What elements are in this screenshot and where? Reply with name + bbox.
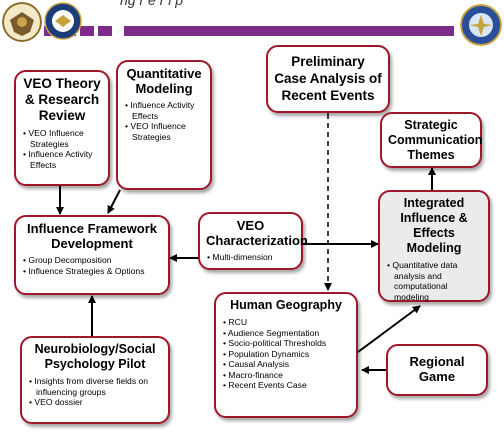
box-veo-characterization: VEO Characterization Multi-dimension	[198, 212, 308, 270]
strategic-command-seal-icon	[460, 4, 502, 46]
list-item: Recent Events Case	[222, 380, 350, 391]
list-item: Influence Activity Effects	[124, 100, 204, 121]
list-item: Influence Activity Effects	[22, 149, 102, 170]
header-square	[98, 26, 112, 36]
box-title: Influence Framework Development	[26, 221, 158, 251]
box-quantitative-modeling: Quantitative Modeling Influence Activity…	[116, 60, 212, 190]
item-list: Insights from diverse fields on influenc…	[28, 376, 162, 408]
box-neurobiology-pilot: Neurobiology/Social Psychology Pilot Ins…	[20, 336, 170, 424]
header-band	[124, 26, 454, 36]
dod-seal-icon	[44, 2, 82, 40]
box-strategic-communication: Strategic Communication Themes	[380, 112, 482, 168]
item-list: Quantitative data analysis and computati…	[386, 260, 482, 302]
box-title: Quantitative Modeling	[126, 66, 202, 96]
box-title: VEO Theory & Research Review	[23, 76, 101, 123]
list-item: VEO Influence Strategies	[124, 121, 204, 142]
list-item: Population Dynamics	[222, 349, 350, 360]
list-item: VEO dossier	[28, 397, 162, 408]
eagle-seal-icon	[2, 2, 42, 42]
list-item: RCU	[222, 317, 350, 328]
box-title: Preliminary Case Analysis of Recent Even…	[274, 54, 382, 103]
header-title-fragment: ng r e r i p	[120, 0, 184, 8]
list-item: Macro-finance	[222, 370, 350, 381]
box-human-geography: Human Geography RCU Audience Segmentatio…	[214, 292, 358, 418]
list-item: Multi-dimension	[206, 252, 295, 263]
list-item: Quantitative data analysis and computati…	[386, 260, 482, 302]
header-square	[80, 26, 94, 36]
item-list: Influence Activity Effects VEO Influence…	[124, 100, 204, 142]
box-influence-framework: Influence Framework Development Group De…	[14, 215, 170, 295]
list-item: VEO Influence Strategies	[22, 128, 102, 149]
box-preliminary-case: Preliminary Case Analysis of Recent Even…	[266, 45, 390, 113]
box-title: Strategic Communication Themes	[388, 118, 483, 162]
box-title: Neurobiology/Social Psychology Pilot	[34, 342, 156, 371]
box-title: Regional Game	[409, 354, 465, 384]
box-title: Human Geography	[230, 298, 342, 312]
box-title: VEO Characterization	[206, 218, 308, 248]
item-list: Multi-dimension	[206, 252, 295, 263]
box-integrated-modeling: Integrated Influence & Effects Modeling …	[378, 190, 490, 302]
list-item: Causal Analysis	[222, 359, 350, 370]
arrow-quant-to-framework	[107, 189, 121, 214]
list-item: Socio-political Thresholds	[222, 338, 350, 349]
box-regional-game: Regional Game	[386, 344, 488, 396]
item-list: RCU Audience Segmentation Socio-politica…	[222, 317, 350, 391]
list-item: Group Decomposition	[22, 255, 162, 266]
list-item: Insights from diverse fields on influenc…	[28, 376, 162, 397]
item-list: VEO Influence Strategies Influence Activ…	[22, 128, 102, 170]
list-item: Audience Segmentation	[222, 328, 350, 339]
item-list: Group Decomposition Influence Strategies…	[22, 255, 162, 276]
box-veo-theory: VEO Theory & Research Review VEO Influen…	[14, 70, 110, 186]
list-item: Influence Strategies & Options	[22, 266, 162, 277]
arrow-geography-to-integrated	[357, 305, 421, 353]
box-title: Integrated Influence & Effects Modeling	[400, 196, 468, 255]
